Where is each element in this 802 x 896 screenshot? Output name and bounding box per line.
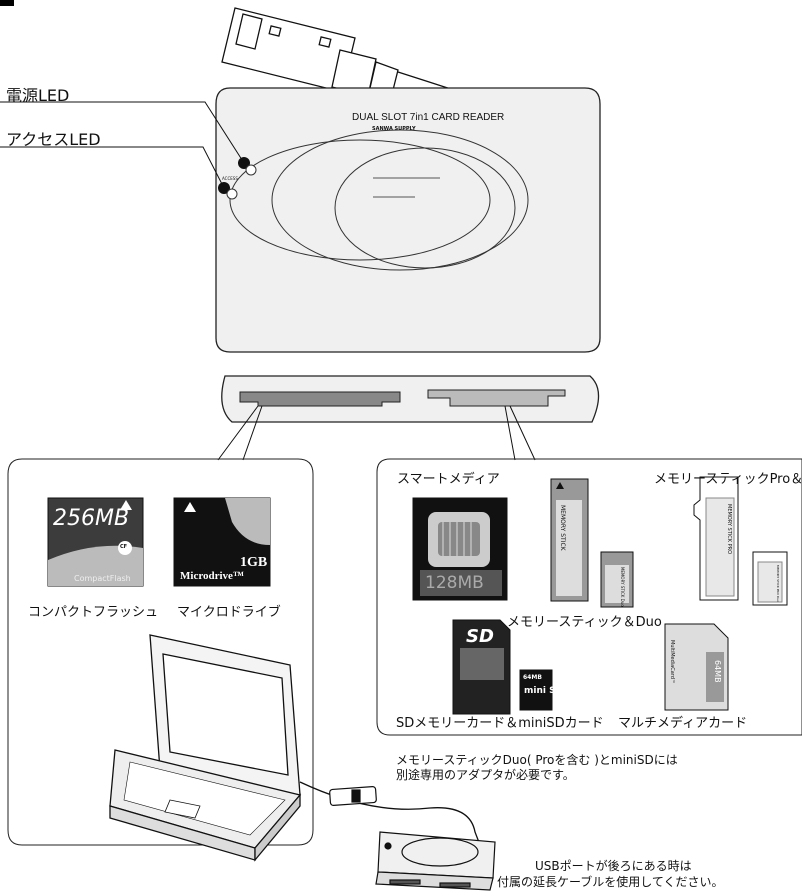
md-capacity: 1GB (240, 555, 268, 570)
mmc-label: マルチメディアカード (618, 716, 748, 731)
power-led-label: 電源LED (6, 86, 70, 105)
access-mark-text: ACCESS (222, 176, 238, 181)
cf-label: コンパクトフラッシュ (28, 605, 159, 620)
smartmedia-capacity: 128MB (425, 573, 484, 593)
memorystick-pro-duo-print: MEMORY STICK PRO Duo (776, 565, 780, 603)
mmc-capacity: 64MB (713, 660, 722, 683)
extension-cable-plug (329, 786, 377, 806)
adapter-note-line2: 別途専用のアダプタが必要です。 (396, 768, 575, 782)
memorystick-duo-print: MEMORY STICK Duo (620, 567, 625, 607)
microdrive-card (173, 497, 271, 587)
memorystick-pro-card (693, 476, 788, 606)
mmc-print: MultiMediaCard™ (669, 640, 675, 684)
smartmedia-label: スマートメディア (397, 472, 500, 487)
sd-card (452, 619, 553, 715)
compactflash-card (47, 497, 144, 587)
md-label: マイクロドライブ (177, 605, 281, 620)
sd-label: SDメモリーカード＆miniSDカード (396, 716, 604, 731)
reader-top (215, 87, 601, 353)
reader-model-text: DUAL SLOT 7in1 CARD READER (352, 112, 505, 123)
reader-slot-face (221, 375, 600, 423)
md-brand: Microdrive™ (180, 570, 244, 582)
right-card-box (376, 458, 802, 736)
usb-note-line1: USBポートが後ろにある時は (535, 859, 692, 873)
reader-brand-text: SANWA SUPPLY (372, 126, 416, 132)
memorystick-pro-print: MEMORY STICK PRO (726, 504, 732, 555)
minisd-capacity: 64MB (523, 674, 542, 681)
memorystick-card (550, 478, 634, 608)
laptop (109, 634, 302, 862)
sd-logo: SD (466, 626, 494, 647)
cf-capacity: 256MB (53, 506, 130, 531)
cf-logo: CF (120, 544, 128, 550)
adapter-note-line1: メモリースティックDuo( Proを含む )とminiSDには (396, 753, 678, 767)
power-led-leader (0, 101, 245, 164)
minisd-logo: mini SD (524, 686, 564, 696)
mmc-card (664, 623, 729, 711)
smartmedia-card (412, 497, 508, 601)
cf-brand: CompactFlash (74, 574, 131, 583)
memorystick-pro-label: メモリースティックPro＆Duo (654, 472, 802, 487)
usb-note-line2: 付属の延長ケーブルを使用してください。 (497, 875, 724, 889)
memorystick-label: メモリースティック＆Duo (507, 615, 662, 630)
memorystick-print: MEMORY STICK (559, 505, 566, 551)
corner-mark (0, 0, 14, 6)
access-led-label: アクセスLED (6, 130, 101, 149)
small-card-reader (375, 831, 496, 891)
access-led-leader (0, 146, 225, 189)
